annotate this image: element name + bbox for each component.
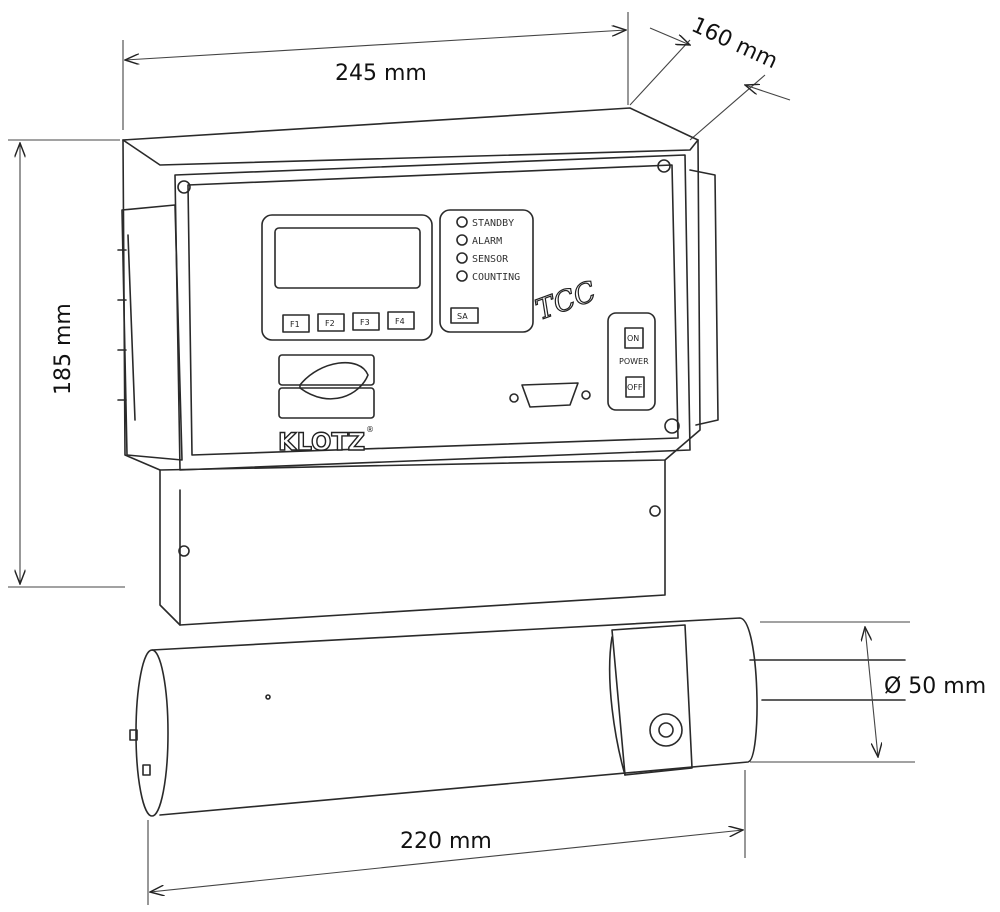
svg-text:SA: SA xyxy=(457,312,468,321)
svg-text:F3: F3 xyxy=(360,318,370,327)
height-dimension: 185 mm xyxy=(8,139,125,588)
led-icon xyxy=(456,252,468,264)
off-button[interactable] xyxy=(625,376,645,398)
f1-key[interactable] xyxy=(282,314,310,333)
power-label: POWER xyxy=(619,357,649,366)
led-icon xyxy=(456,270,468,282)
klotz-logo: KLOTZ ® xyxy=(277,354,375,457)
svg-text:F1: F1 xyxy=(290,320,300,329)
depth-dimension: 160 mm xyxy=(629,13,791,141)
indicator-leds: STANDBY ALARM SENSOR COUNTING xyxy=(456,216,520,283)
svg-text:®: ® xyxy=(366,425,374,434)
sensor xyxy=(129,617,906,817)
diameter-label: Ø 50 mm xyxy=(884,674,986,699)
model-label: TCC xyxy=(531,275,600,327)
screw-icon xyxy=(177,180,191,194)
on-button[interactable] xyxy=(624,327,644,349)
svg-text:F2: F2 xyxy=(325,319,335,328)
svg-text:F4: F4 xyxy=(395,317,405,326)
small-button[interactable] xyxy=(450,307,479,324)
sensor-clamp xyxy=(611,624,693,776)
display-bezel xyxy=(261,214,433,341)
depth-label: 160 mm xyxy=(687,13,781,74)
svg-text:SENSOR: SENSOR xyxy=(472,254,509,265)
indicator-panel xyxy=(439,209,534,333)
f2-key[interactable] xyxy=(317,313,345,332)
svg-text:STANDBY: STANDBY xyxy=(472,218,514,229)
f4-key[interactable] xyxy=(387,311,415,330)
length-dimension: 220 mm xyxy=(147,770,746,905)
function-keys: F1 F2 F3 F4 xyxy=(282,311,415,333)
f3-key[interactable] xyxy=(352,312,380,331)
width-label: 245 mm xyxy=(335,61,427,86)
screw-icon xyxy=(649,505,661,517)
sensor-cable xyxy=(749,659,906,701)
screw-icon xyxy=(657,159,671,173)
control-unit: F1 F2 F3 F4 STANDBY ALARM SENSOR COUNTIN… xyxy=(117,107,719,626)
length-label: 220 mm xyxy=(400,829,492,854)
brand-label: KLOTZ xyxy=(278,428,365,456)
svg-text:OFF: OFF xyxy=(627,383,643,392)
svg-text:ALARM: ALARM xyxy=(472,236,502,247)
height-label: 185 mm xyxy=(51,303,76,395)
screw-icon xyxy=(178,545,190,557)
led-icon xyxy=(456,216,468,228)
lcd-display xyxy=(274,227,421,289)
diameter-dimension: Ø 50 mm xyxy=(750,621,986,763)
serial-port[interactable] xyxy=(521,382,579,408)
led-icon xyxy=(456,234,468,246)
svg-text:COUNTING: COUNTING xyxy=(472,272,520,283)
power-panel xyxy=(607,312,656,411)
nut-icon xyxy=(649,713,683,747)
screw-icon xyxy=(664,418,680,434)
width-dimension: 245 mm xyxy=(122,12,629,130)
svg-text:ON: ON xyxy=(627,334,639,343)
